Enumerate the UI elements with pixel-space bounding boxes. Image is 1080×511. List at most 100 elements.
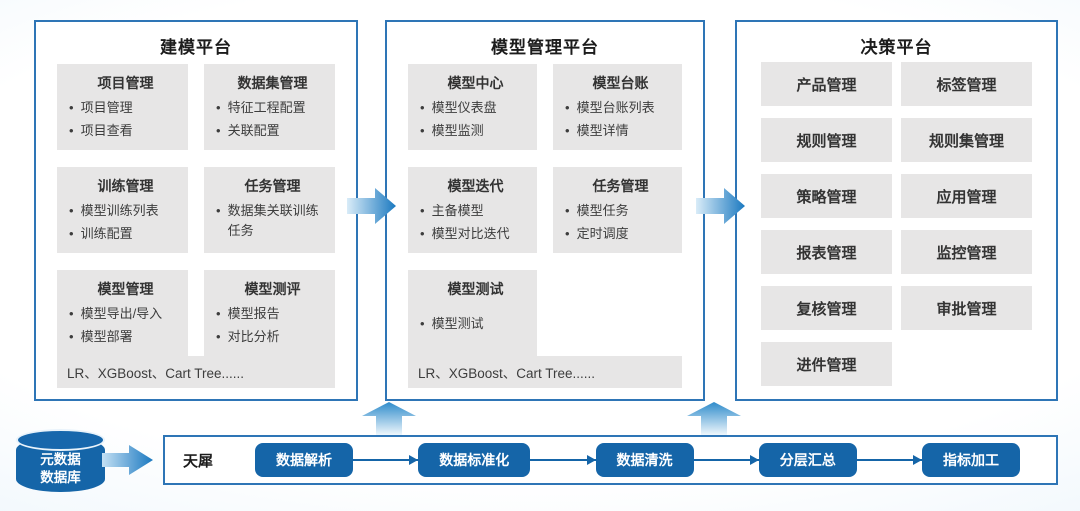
bullet-icon: • — [216, 100, 221, 115]
right-arrow-icon-modeling-to-modelmgmt — [347, 188, 396, 224]
connector-arrow-icon — [693, 455, 760, 465]
tile-app-management: 应用管理 — [901, 174, 1032, 218]
tile-rule-management: 规则管理 — [761, 118, 892, 162]
module-item: •模型详情 — [565, 121, 676, 141]
right-arrow-icon-modelmgmt-to-decision — [696, 188, 745, 224]
panel-modeling-platform: 建模平台 项目管理 •项目管理 •项目查看 数据集管理 •特征工程配置 •关联配… — [34, 20, 358, 401]
bullet-icon: • — [565, 122, 570, 138]
bullet-icon: • — [420, 316, 425, 331]
module-title: 模型迭代 — [447, 178, 504, 194]
tile-monitor-management: 监控管理 — [901, 230, 1032, 274]
module-grid: 项目管理 •项目管理 •项目查看 数据集管理 •特征工程配置 •关联配置 训练管… — [57, 64, 335, 356]
module-item: •模型报告 — [216, 304, 329, 324]
bullet-icon: • — [69, 328, 74, 344]
bullet-icon: • — [216, 306, 221, 321]
bullet-icon: • — [565, 203, 570, 218]
right-arrow-icon-db-to-pipeline — [102, 445, 153, 475]
module-project-management: 项目管理 •项目管理 •项目查看 — [57, 64, 188, 150]
panel-model-management-platform: 模型管理平台 模型中心 •模型仪表盘 •模型监测 模型台账 •模型台账列表 •模… — [385, 20, 705, 401]
bullet-icon: • — [69, 225, 74, 241]
module-model-iteration: 模型迭代 •主备模型 •模型对比迭代 — [408, 167, 537, 253]
bullet-icon: • — [216, 122, 221, 138]
up-arrow-icon-pipeline-to-platforms-right — [687, 402, 741, 435]
database-top-ellipse — [16, 429, 105, 451]
module-item: •定时调度 — [565, 224, 676, 244]
pipeline-label: 天犀 — [183, 452, 214, 470]
bullet-icon: • — [420, 225, 425, 241]
bullet-icon: • — [420, 122, 425, 138]
bullet-icon: • — [420, 203, 425, 218]
module-title: 数据集管理 — [237, 75, 308, 91]
module-item: •模型测试 — [420, 314, 531, 334]
module-model-ledger: 模型台账 •模型台账列表 •模型详情 — [553, 64, 682, 150]
panel-title: 建模平台 — [160, 38, 232, 57]
module-title: 任务管理 — [592, 178, 649, 194]
module-task-management: 任务管理 •数据集关联训练任务 — [204, 167, 335, 253]
tile-grid: 产品管理 标签管理 规则管理 规则集管理 策略管理 应用管理 报表管理 监控管理… — [761, 62, 1032, 386]
tile-ruleset-management: 规则集管理 — [901, 118, 1032, 162]
bullet-icon: • — [420, 100, 425, 115]
module-item: •对比分析 — [216, 327, 329, 347]
module-item: •模型导出/导入 — [69, 304, 182, 324]
module-title: 模型管理 — [97, 281, 154, 297]
algorithms-strip: LR、XGBoost、Cart Tree...... — [408, 356, 682, 388]
module-model-management: 模型管理 •模型导出/导入 •模型部署 — [57, 270, 188, 356]
module-item: •模型对比迭代 — [420, 224, 531, 244]
tile-report-management: 报表管理 — [761, 230, 892, 274]
metadata-database-cylinder-icon: 元数据 数据库 — [16, 429, 105, 492]
module-title: 模型测试 — [447, 281, 504, 297]
pipeline-step-data-parsing: 数据解析 — [255, 443, 353, 477]
tile-strategy-management: 策略管理 — [761, 174, 892, 218]
module-title: 训练管理 — [97, 178, 154, 194]
algorithms-strip: LR、XGBoost、Cart Tree...... — [57, 356, 335, 388]
pipeline-step-indicator-processing: 指标加工 — [922, 443, 1020, 477]
panel-title: 决策平台 — [860, 38, 933, 57]
tile-review-management: 复核管理 — [761, 286, 892, 330]
module-model-evaluation: 模型测评 •模型报告 •对比分析 — [204, 270, 335, 356]
module-item: •模型任务 — [565, 201, 676, 221]
tile-product-management: 产品管理 — [761, 62, 892, 106]
module-item: •训练配置 — [69, 224, 182, 244]
module-item: •主备模型 — [420, 201, 531, 221]
pipeline-step-data-cleaning: 数据清洗 — [595, 443, 694, 477]
pipeline-step-layered-aggregation: 分层汇总 — [758, 443, 857, 477]
module-model-center: 模型中心 •模型仪表盘 •模型监测 — [408, 64, 537, 150]
panel-decision-platform: 决策平台 产品管理 标签管理 规则管理 规则集管理 策略管理 应用管理 报表管理… — [735, 20, 1058, 401]
tianxi-data-pipeline: 天犀 数据解析 数据标准化 数据清洗 分层汇总 指标加工 — [163, 435, 1058, 485]
bullet-icon: • — [216, 203, 221, 218]
bullet-icon: • — [69, 203, 74, 218]
tile-label-management: 标签管理 — [901, 62, 1032, 106]
tile-intake-management: 进件管理 — [761, 342, 892, 386]
bullet-icon: • — [216, 328, 221, 344]
module-training-management: 训练管理 •模型训练列表 •训练配置 — [57, 167, 188, 253]
module-item: •模型监测 — [420, 121, 531, 141]
module-item: •模型仪表盘 — [420, 98, 531, 118]
module-title: 模型测评 — [244, 281, 301, 297]
connector-arrow-icon — [530, 455, 596, 465]
module-dataset-management: 数据集管理 •特征工程配置 •关联配置 — [204, 64, 335, 150]
bullet-icon: • — [69, 100, 74, 115]
module-item: •模型台账列表 — [565, 98, 676, 118]
module-item: •特征工程配置 — [216, 98, 329, 118]
module-item: •关联配置 — [216, 121, 329, 141]
module-item: •项目管理 — [69, 98, 182, 118]
module-title: 项目管理 — [97, 75, 154, 91]
panel-title: 模型管理平台 — [491, 38, 599, 57]
bullet-icon: • — [565, 225, 570, 241]
pipeline-step-data-standardization: 数据标准化 — [418, 443, 531, 477]
module-item: •项目查看 — [69, 121, 182, 141]
bullet-icon: • — [69, 306, 74, 321]
connector-arrow-icon — [856, 455, 923, 465]
module-grid: 模型中心 •模型仪表盘 •模型监测 模型台账 •模型台账列表 •模型详情 模型迭… — [408, 64, 682, 356]
connector-arrow-icon — [353, 455, 419, 465]
module-model-testing: 模型测试 •模型测试 — [408, 270, 537, 356]
module-title: 模型台账 — [592, 75, 649, 91]
module-item: •数据集关联训练任务 — [216, 201, 329, 240]
up-arrow-icon-pipeline-to-platforms-left — [362, 402, 416, 435]
module-title: 任务管理 — [244, 178, 301, 194]
database-label: 元数据 数据库 — [40, 452, 81, 486]
bullet-icon: • — [69, 122, 74, 138]
module-item: •模型部署 — [69, 327, 182, 347]
module-task-management: 任务管理 •模型任务 •定时调度 — [553, 167, 682, 253]
